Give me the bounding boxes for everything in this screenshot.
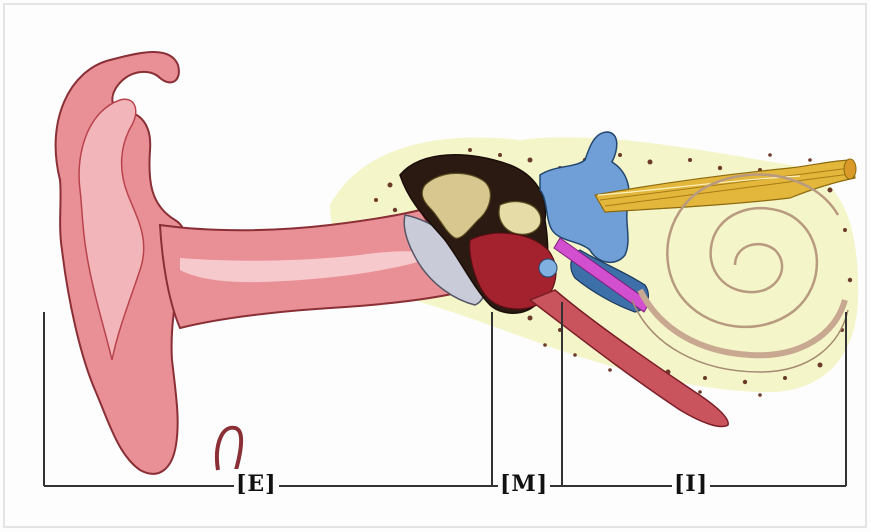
label-external-ear: [E] — [234, 469, 279, 499]
earlobe-hook — [217, 428, 241, 470]
label-inner-ear: [I] — [672, 469, 710, 499]
round-window — [539, 259, 557, 277]
label-middle-ear: [M] — [498, 469, 550, 499]
